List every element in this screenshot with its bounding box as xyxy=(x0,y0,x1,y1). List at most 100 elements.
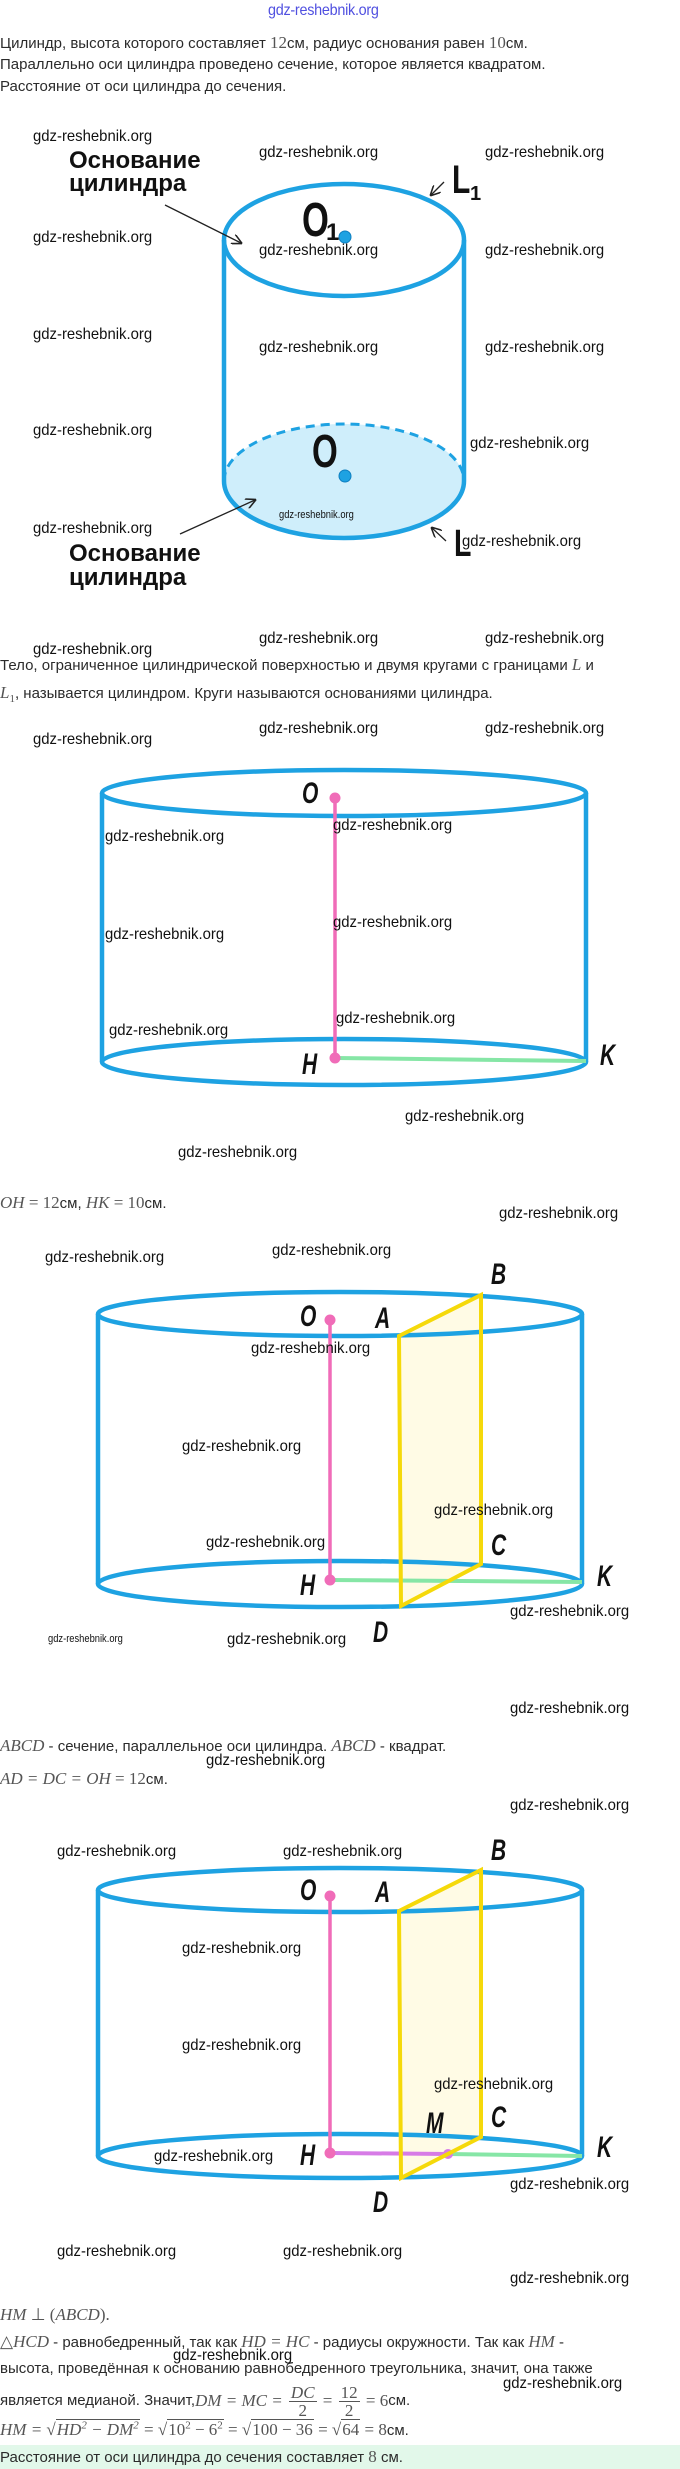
watermark: gdz-reshebnik.org xyxy=(485,720,605,737)
text: см. xyxy=(505,35,528,52)
point-o xyxy=(324,1314,336,1326)
watermark: gdz-reshebnik.org xyxy=(510,1603,630,1620)
watermark: gdz-reshebnik.org xyxy=(510,2270,630,2287)
label-a: A xyxy=(374,1303,390,1335)
label-o1-sub: 1 xyxy=(326,219,339,246)
watermark: gdz-reshebnik.org xyxy=(485,144,605,161)
watermark: gdz-reshebnik.org xyxy=(206,1534,326,1551)
label-l: L xyxy=(454,523,471,565)
label-d: D xyxy=(373,2187,388,2219)
watermark: gdz-reshebnik.org xyxy=(57,2243,177,2260)
math: = xyxy=(318,2391,337,2410)
text: см. xyxy=(376,2449,403,2466)
watermark: gdz-reshebnik.org xyxy=(182,2037,302,2054)
center-o-dot xyxy=(338,469,352,483)
label-o: O xyxy=(312,427,338,477)
watermark: gdz-reshebnik.org xyxy=(259,339,379,356)
triangle-symbol: △ xyxy=(0,2332,14,2351)
math: = 12 xyxy=(110,1769,146,1788)
watermark: gdz-reshebnik.org xyxy=(33,641,153,658)
watermark: gdz-reshebnik.org xyxy=(173,2347,293,2364)
radius-hk xyxy=(334,1056,587,1063)
watermark: gdz-reshebnik.org xyxy=(33,128,153,145)
base-label-top-1: Основание xyxy=(69,147,201,174)
watermark: gdz-reshebnik.org xyxy=(251,1340,371,1357)
math: HCD xyxy=(13,2332,49,2351)
watermark: gdz-reshebnik.org xyxy=(259,720,379,737)
math: ABCD xyxy=(331,1736,376,1755)
text: - квадрат. xyxy=(375,1738,447,1755)
watermark: gdz-reshebnik.org xyxy=(462,533,582,550)
watermark: gdz-reshebnik.org xyxy=(57,1843,177,1860)
arrow-base-top xyxy=(164,204,241,243)
label-c: C xyxy=(491,1530,506,1562)
solution-perp: HM ⊥ (ABCD). xyxy=(0,2305,110,2326)
watermark: gdz-reshebnik.org xyxy=(259,242,379,259)
section-abcd xyxy=(396,1866,483,2182)
math: − DM xyxy=(86,2420,134,2439)
answer-value: 8 xyxy=(368,2447,377,2466)
problem-line-3: Расстояние от оси цилиндра до сечения. xyxy=(0,78,287,95)
text: см. xyxy=(145,1771,168,1788)
watermark: gdz-reshebnik.org xyxy=(109,1022,229,1039)
math: HM = xyxy=(0,2420,47,2439)
watermark: gdz-reshebnik.org xyxy=(45,1249,165,1266)
watermark: gdz-reshebnik.org xyxy=(33,229,153,246)
watermark: gdz-reshebnik.org xyxy=(272,1242,392,1259)
math: = xyxy=(313,2420,332,2439)
watermark: gdz-reshebnik.org xyxy=(434,2076,554,2093)
math: HK xyxy=(85,1193,110,1212)
math-L1: L xyxy=(0,683,10,702)
math: ABCD xyxy=(55,2305,100,2324)
text: - равнобедренный, так как xyxy=(48,2334,242,2351)
numerator: 12 xyxy=(338,2382,360,2402)
label-o: O xyxy=(300,1301,316,1333)
top-base xyxy=(95,1289,585,1339)
problem-line-2: Параллельно оси цилиндра проведено сечен… xyxy=(0,56,546,73)
math: HD xyxy=(56,2420,82,2439)
answer-box: Расстояние от оси цилиндра до сечения со… xyxy=(0,2445,680,2469)
top-base xyxy=(99,767,589,819)
watermark: gdz-reshebnik.org xyxy=(33,422,153,439)
math: ). xyxy=(99,2305,110,2324)
header-watermark[interactable]: gdz-reshebnik.org xyxy=(268,2,379,19)
figure-2-cylinder: O H K xyxy=(99,767,617,1088)
section-fill xyxy=(399,1295,481,1606)
section-line-1: ABCD - сечение, параллельное оси цилиндр… xyxy=(0,1736,446,1757)
center-o1-dot xyxy=(338,230,352,244)
text: и xyxy=(581,657,594,674)
label-o: O xyxy=(302,778,318,810)
watermark: gdz-reshebnik.org xyxy=(485,242,605,259)
bottom-base xyxy=(95,1558,585,1610)
arrow-base-bottom xyxy=(179,500,255,535)
point-o xyxy=(329,792,341,804)
math: HD = HC xyxy=(241,2332,310,2351)
watermark: gdz-reshebnik.org xyxy=(510,2176,630,2193)
sqrt-10-6: √102 − 62 xyxy=(157,2419,224,2439)
text: , называется цилиндром. Круги называются… xyxy=(14,685,493,702)
base-label-bottom-2: цилиндра xyxy=(69,564,187,591)
watermark: gdz-reshebnik.org xyxy=(283,1843,403,1860)
point-h xyxy=(329,1052,341,1064)
sqrt-64: √64 xyxy=(331,2419,361,2439)
section-abcd xyxy=(396,1291,483,1610)
math: = xyxy=(139,2420,158,2439)
watermark: gdz-reshebnik.org xyxy=(154,2148,274,2165)
bottom-base-back-dashed xyxy=(222,422,466,482)
text: Цилиндр, высота которого составляет xyxy=(0,35,271,52)
section-fill xyxy=(399,1870,481,2178)
math: = 6 xyxy=(361,2391,389,2410)
text: - сечение, параллельное оси цилиндра. xyxy=(44,1738,332,1755)
radius-hk xyxy=(329,1578,583,1584)
problem-line-1: Цилиндр, высота которого составляет 12см… xyxy=(0,33,528,54)
label-a: A xyxy=(374,1877,390,1909)
label-b: B xyxy=(491,1259,506,1291)
watermark: gdz-reshebnik.org xyxy=(336,1010,456,1027)
math: 64 xyxy=(341,2419,361,2439)
math: ABCD xyxy=(0,1736,45,1755)
text: см. xyxy=(386,2422,409,2439)
